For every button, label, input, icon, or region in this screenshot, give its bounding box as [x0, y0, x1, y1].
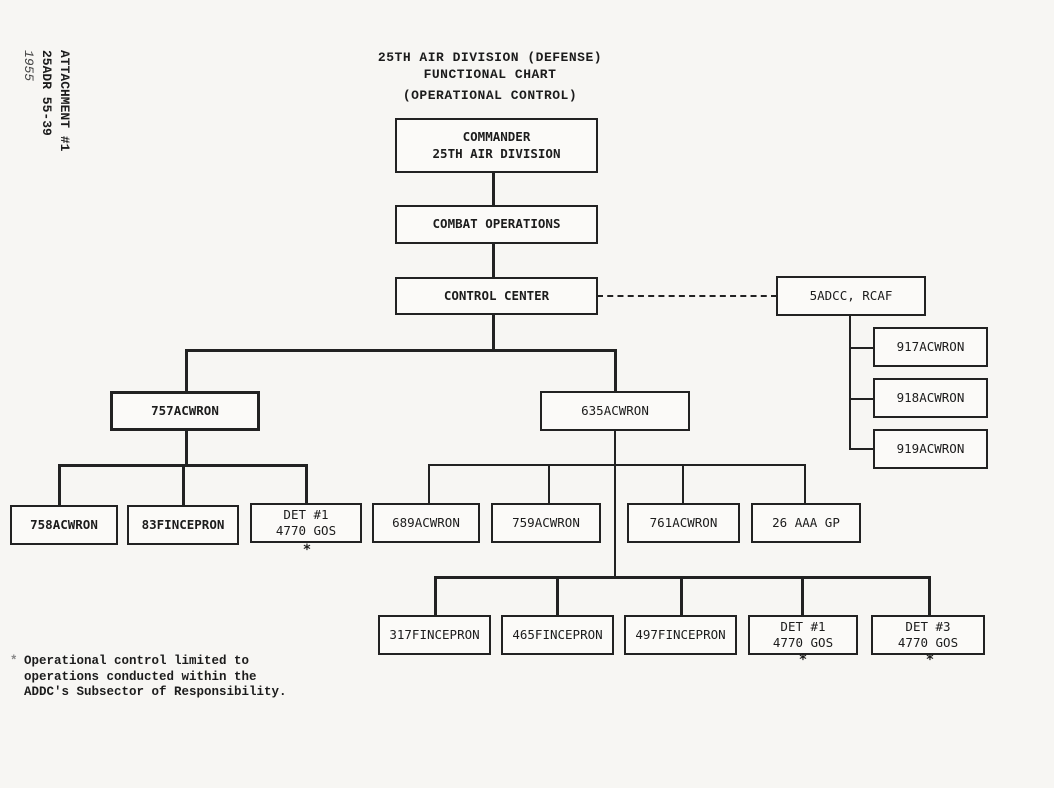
coordination-dashed-line	[597, 295, 777, 297]
aaa-26-gp-box: 26 AAA GP	[751, 503, 861, 543]
commander-title: COMMANDER	[462, 129, 531, 145]
chart-subtitle: FUNCTIONAL CHART	[423, 67, 557, 82]
acwron-635-box: 635ACWRON	[540, 391, 690, 431]
connector	[849, 448, 874, 450]
det-3-label: DET #3	[905, 618, 951, 634]
connector	[556, 576, 559, 616]
asterisk-marker: *	[925, 652, 935, 668]
acwron-758-box: 758ACWRON	[10, 505, 118, 545]
combat-operations-label: COMBAT OPERATIONS	[432, 216, 561, 232]
finceptron-497-label: 497FINCEPRON	[635, 626, 726, 642]
connector	[186, 349, 616, 352]
connector	[849, 398, 874, 400]
finceptron-83-box: 83FINCEPRON	[127, 505, 239, 545]
aaa-26-gp-label: 26 AAA GP	[772, 514, 840, 530]
commander-unit: 25TH AIR DIVISION	[432, 145, 561, 161]
footnote: * Operational control limited to operati…	[10, 654, 287, 701]
acwron-758-label: 758ACWRON	[30, 516, 98, 532]
acwron-759-label: 759ACWRON	[512, 514, 580, 530]
attachment-label: ATTACHMENT #1	[57, 50, 72, 152]
connector	[305, 464, 308, 506]
acwron-919-box: 919ACWRON	[873, 429, 988, 469]
connector	[548, 464, 550, 504]
handwritten-year: 1955	[21, 50, 36, 82]
footnote-line-2: operations conducted within the	[24, 669, 257, 684]
det-1-4770-gos-left-box: DET #1 4770 GOS	[250, 503, 362, 543]
finceptron-465-box: 465FINCEPRON	[501, 615, 614, 655]
connector	[614, 430, 616, 576]
finceptron-317-box: 317FINCEPRON	[378, 615, 491, 655]
connector	[801, 576, 804, 616]
acwron-919-label: 919ACWRON	[896, 440, 965, 456]
acwron-917-label: 917ACWRON	[896, 338, 965, 354]
connector	[428, 464, 806, 466]
acwron-635-label: 635ACWRON	[581, 402, 649, 418]
finceptron-317-label: 317FINCEPRON	[389, 626, 480, 642]
det-3-4770-gos-box: DET #3 4770 GOS	[871, 615, 985, 655]
commander-box: COMMANDER 25TH AIR DIVISION	[395, 118, 598, 173]
connector	[928, 576, 931, 616]
adcc-rcaf-label: 5ADCC, RCAF	[809, 287, 893, 303]
connector	[182, 464, 185, 506]
footnote-line-1: Operational control limited to	[24, 654, 250, 668]
gos-4770-label: 4770 GOS	[772, 635, 834, 650]
acwron-689-label: 689ACWRON	[392, 514, 460, 530]
acwron-757-box: 757ACWRON	[110, 391, 260, 431]
acwron-761-box: 761ACWRON	[627, 503, 740, 543]
gos-4770-label: 4770 GOS	[275, 523, 337, 538]
connector	[804, 464, 806, 504]
control-center-label: CONTROL CENTER	[443, 287, 550, 303]
connector	[58, 464, 61, 506]
connector	[492, 243, 495, 278]
chart-subtitle-parenthetical: (OPERATIONAL CONTROL)	[402, 88, 578, 103]
regulation-label: 25ADR 55-39	[39, 50, 54, 136]
det-1-label: DET #1	[283, 506, 329, 522]
acwron-757-label: 757ACWRON	[151, 402, 219, 418]
combat-operations-box: COMBAT OPERATIONS	[395, 205, 598, 244]
acwron-917-box: 917ACWRON	[873, 327, 988, 367]
footnote-asterisk: *	[10, 654, 18, 668]
connector	[428, 464, 430, 504]
connector	[680, 576, 683, 616]
finceptron-465-label: 465FINCEPRON	[512, 626, 603, 642]
connector	[849, 315, 851, 449]
det-1-4770-gos-right-box: DET #1 4770 GOS	[748, 615, 858, 655]
acwron-761-label: 761ACWRON	[649, 514, 718, 530]
acwron-918-box: 918ACWRON	[873, 378, 988, 418]
asterisk-marker: *	[798, 652, 808, 668]
connector	[614, 349, 617, 391]
finceptron-497-box: 497FINCEPRON	[624, 615, 737, 655]
adcc-rcaf-box: 5ADCC, RCAF	[776, 276, 926, 316]
connector	[185, 430, 188, 466]
acwron-759-box: 759ACWRON	[491, 503, 601, 543]
connector	[492, 172, 495, 206]
asterisk-marker: *	[302, 542, 312, 558]
finceptron-83-label: 83FINCEPRON	[141, 516, 225, 532]
connector	[434, 576, 437, 616]
connector	[492, 314, 495, 350]
acwron-689-box: 689ACWRON	[372, 503, 480, 543]
connector	[185, 349, 188, 393]
connector	[849, 347, 874, 349]
chart-title: 25TH AIR DIVISION (DEFENSE)	[377, 50, 603, 65]
acwron-918-label: 918ACWRON	[896, 389, 965, 405]
connector	[682, 464, 684, 504]
gos-4770-label: 4770 GOS	[897, 635, 959, 650]
footnote-line-3: ADDC's Subsector of Responsibility.	[24, 685, 287, 700]
control-center-box: CONTROL CENTER	[395, 277, 598, 315]
det-1-label: DET #1	[780, 618, 826, 634]
